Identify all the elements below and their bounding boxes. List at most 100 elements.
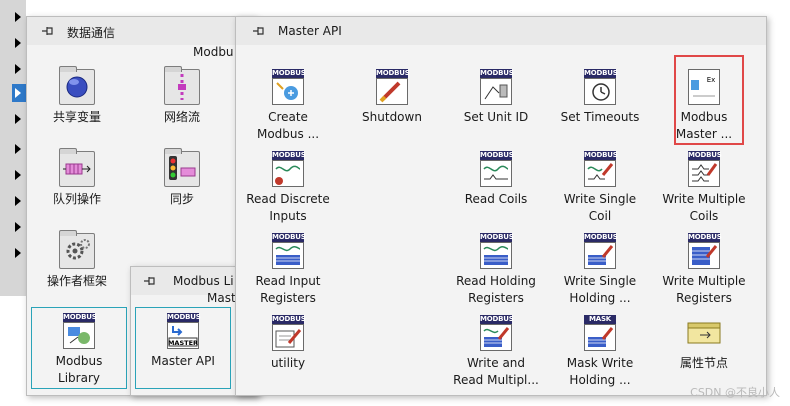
palette-item-modbus-library[interactable]: MODBUS Modbus Library: [29, 309, 129, 389]
expand-arrow-icon[interactable]: [15, 196, 21, 206]
item-label: 共享变量: [52, 110, 101, 124]
actor-framework-icon: [59, 230, 95, 269]
expand-arrow-icon[interactable]: [15, 114, 21, 124]
palette-item-network-stream[interactable]: 网络流: [132, 63, 232, 143]
item-label-line2: Coil: [588, 209, 612, 223]
utility-icon: MODBUS: [270, 315, 306, 351]
read-discrete-inputs-icon: MODBUS: [270, 151, 306, 187]
palette-item-read-input-registers[interactable]: MODBUS Read Input Registers: [238, 227, 338, 307]
synchronization-icon: [164, 148, 200, 187]
item-label-line1: Modbus: [680, 110, 728, 124]
item-label-line1: Shutdown: [362, 110, 422, 124]
shared-variable-icon: [59, 66, 95, 105]
item-label-line2: Master ...: [675, 127, 733, 141]
item-label-line2: Modbus ...: [256, 127, 320, 141]
item-label-line1: Modbus: [55, 354, 103, 368]
read-input-registers-icon: MODBUS: [270, 233, 306, 269]
expand-arrow-icon[interactable]: [15, 64, 21, 74]
palette-item-write-and-read-multiple[interactable]: MODBUS Write and Read Multipl...: [446, 309, 546, 389]
read-coils-icon: MODBUS: [478, 151, 514, 187]
write-single-holding-icon: MODBUS: [582, 233, 618, 269]
palette-item-mask-write-holding[interactable]: MASK Mask Write Holding ...: [550, 309, 650, 389]
item-label-line2: Registers: [468, 291, 524, 305]
item-label-line1: Read Coils: [464, 192, 528, 206]
palette-item-modbus-master[interactable]: Ex Modbus Master ...: [654, 63, 754, 143]
palette-title: Modbus Li: [173, 274, 234, 288]
palette-item-read-discrete-inputs[interactable]: MODBUS Read Discrete Inputs: [238, 145, 338, 225]
selection-frame: [135, 307, 231, 389]
palette-item-write-single-coil[interactable]: MODBUS Write Single Coil: [550, 145, 650, 225]
palette-item-shared-variable[interactable]: 共享变量: [27, 63, 127, 143]
master-api-icon: MODBUS MASTER: [167, 313, 201, 349]
palette-item-utility[interactable]: MODBUS utility: [238, 309, 338, 389]
expand-arrow-icon[interactable]: [15, 170, 21, 180]
palette-item-set-unit-id[interactable]: MODBUS Set Unit ID: [446, 63, 546, 143]
expand-arrow-icon[interactable]: [15, 88, 21, 98]
item-label-line2: Library: [58, 371, 100, 385]
pin-icon[interactable]: [252, 25, 266, 37]
modbus-master-icon: Ex: [686, 69, 722, 105]
palette-item-write-multiple-coils[interactable]: MODBUS Write Multiple Coils: [654, 145, 754, 225]
palette-item-master-api[interactable]: MODBUS MASTER Master API: [133, 309, 233, 389]
palette-item-set-timeouts[interactable]: MODBUS Set Timeouts: [550, 63, 650, 143]
write-multiple-registers-icon: MODBUS: [686, 233, 722, 269]
palette-item-read-coils[interactable]: MODBUS Read Coils: [446, 145, 546, 225]
palette-item-write-single-holding[interactable]: MODBUS Write Single Holding ...: [550, 227, 650, 307]
set-unit-id-icon: MODBUS: [478, 69, 514, 105]
palette-category-strip: [0, 0, 26, 296]
item-label: Master API: [151, 354, 215, 368]
palette-title: Master API: [278, 24, 342, 38]
palette-item-write-multiple-registers[interactable]: MODBUS Write Multiple Registers: [654, 227, 754, 307]
item-label-line1: utility: [270, 356, 306, 370]
modbus-library-icon: MODBUS: [61, 313, 97, 349]
read-holding-registers-icon: MODBUS: [478, 233, 514, 269]
set-timeouts-icon: MODBUS: [582, 69, 618, 105]
highlight-box: [674, 55, 744, 145]
expand-arrow-icon[interactable]: [15, 38, 21, 48]
selection-frame: [31, 307, 127, 389]
palette-item-shutdown[interactable]: MODBUS Shutdown: [342, 63, 442, 143]
item-label: 网络流: [163, 110, 200, 124]
pin-icon[interactable]: [143, 275, 157, 287]
item-label-line1: Write and: [466, 356, 526, 370]
palette-item-read-holding-registers[interactable]: MODBUS Read Holding Registers: [446, 227, 546, 307]
palette-item-queue-operations[interactable]: 队列操作: [27, 145, 127, 225]
create-modbus-icon: MODBUS: [270, 69, 306, 105]
master-api-palette: Master API MODBUS Create Modbus ... MODB…: [235, 16, 767, 396]
item-label-line1: Write Single: [563, 274, 637, 288]
item-label-line1: 属性节点: [679, 356, 728, 370]
item-label-line1: Write Multiple: [662, 192, 746, 206]
write-multiple-coils-icon: MODBUS: [686, 151, 722, 187]
svg-text:MASTER: MASTER: [168, 339, 198, 347]
expand-arrow-icon[interactable]: [15, 12, 21, 22]
item-label-line1: Write Multiple: [662, 274, 746, 288]
property-node-icon: [687, 322, 721, 344]
expand-arrow-icon[interactable]: [15, 222, 21, 232]
palette-title: 数据通信: [67, 26, 116, 40]
palette-item-property-node[interactable]: 属性节点: [654, 309, 754, 389]
expand-arrow-icon[interactable]: [15, 144, 21, 154]
expand-arrow-icon[interactable]: [15, 248, 21, 258]
item-label-line2: Holding ...: [569, 291, 631, 305]
item-label-line1: Write Single: [563, 192, 637, 206]
queue-operations-icon: [59, 148, 95, 187]
palette-subtitle: Modbu: [193, 45, 234, 59]
palette-item-actor-framework[interactable]: 操作者框架: [27, 227, 127, 307]
item-label-line1: Read Input: [255, 274, 321, 288]
item-label-line1: Read Discrete: [246, 192, 330, 206]
shutdown-icon: MODBUS: [374, 69, 410, 105]
item-label: 队列操作: [52, 192, 101, 206]
palette-item-create-modbus[interactable]: MODBUS Create Modbus ...: [238, 63, 338, 143]
pin-icon[interactable]: [41, 25, 55, 37]
item-label-line2: Coils: [689, 209, 719, 223]
item-label-line2: Registers: [676, 291, 732, 305]
palette-item-synchronization[interactable]: 同步: [132, 145, 232, 225]
write-single-coil-icon: MODBUS: [582, 151, 618, 187]
palette-subtitle: Mast: [207, 291, 236, 305]
item-label-line2: Read Multipl...: [453, 373, 539, 387]
item-label: 同步: [169, 192, 194, 206]
item-label-line2: Holding ...: [569, 373, 631, 387]
palette-header: Master API: [236, 17, 766, 45]
write-and-read-multiple-icon: MODBUS: [478, 315, 514, 351]
